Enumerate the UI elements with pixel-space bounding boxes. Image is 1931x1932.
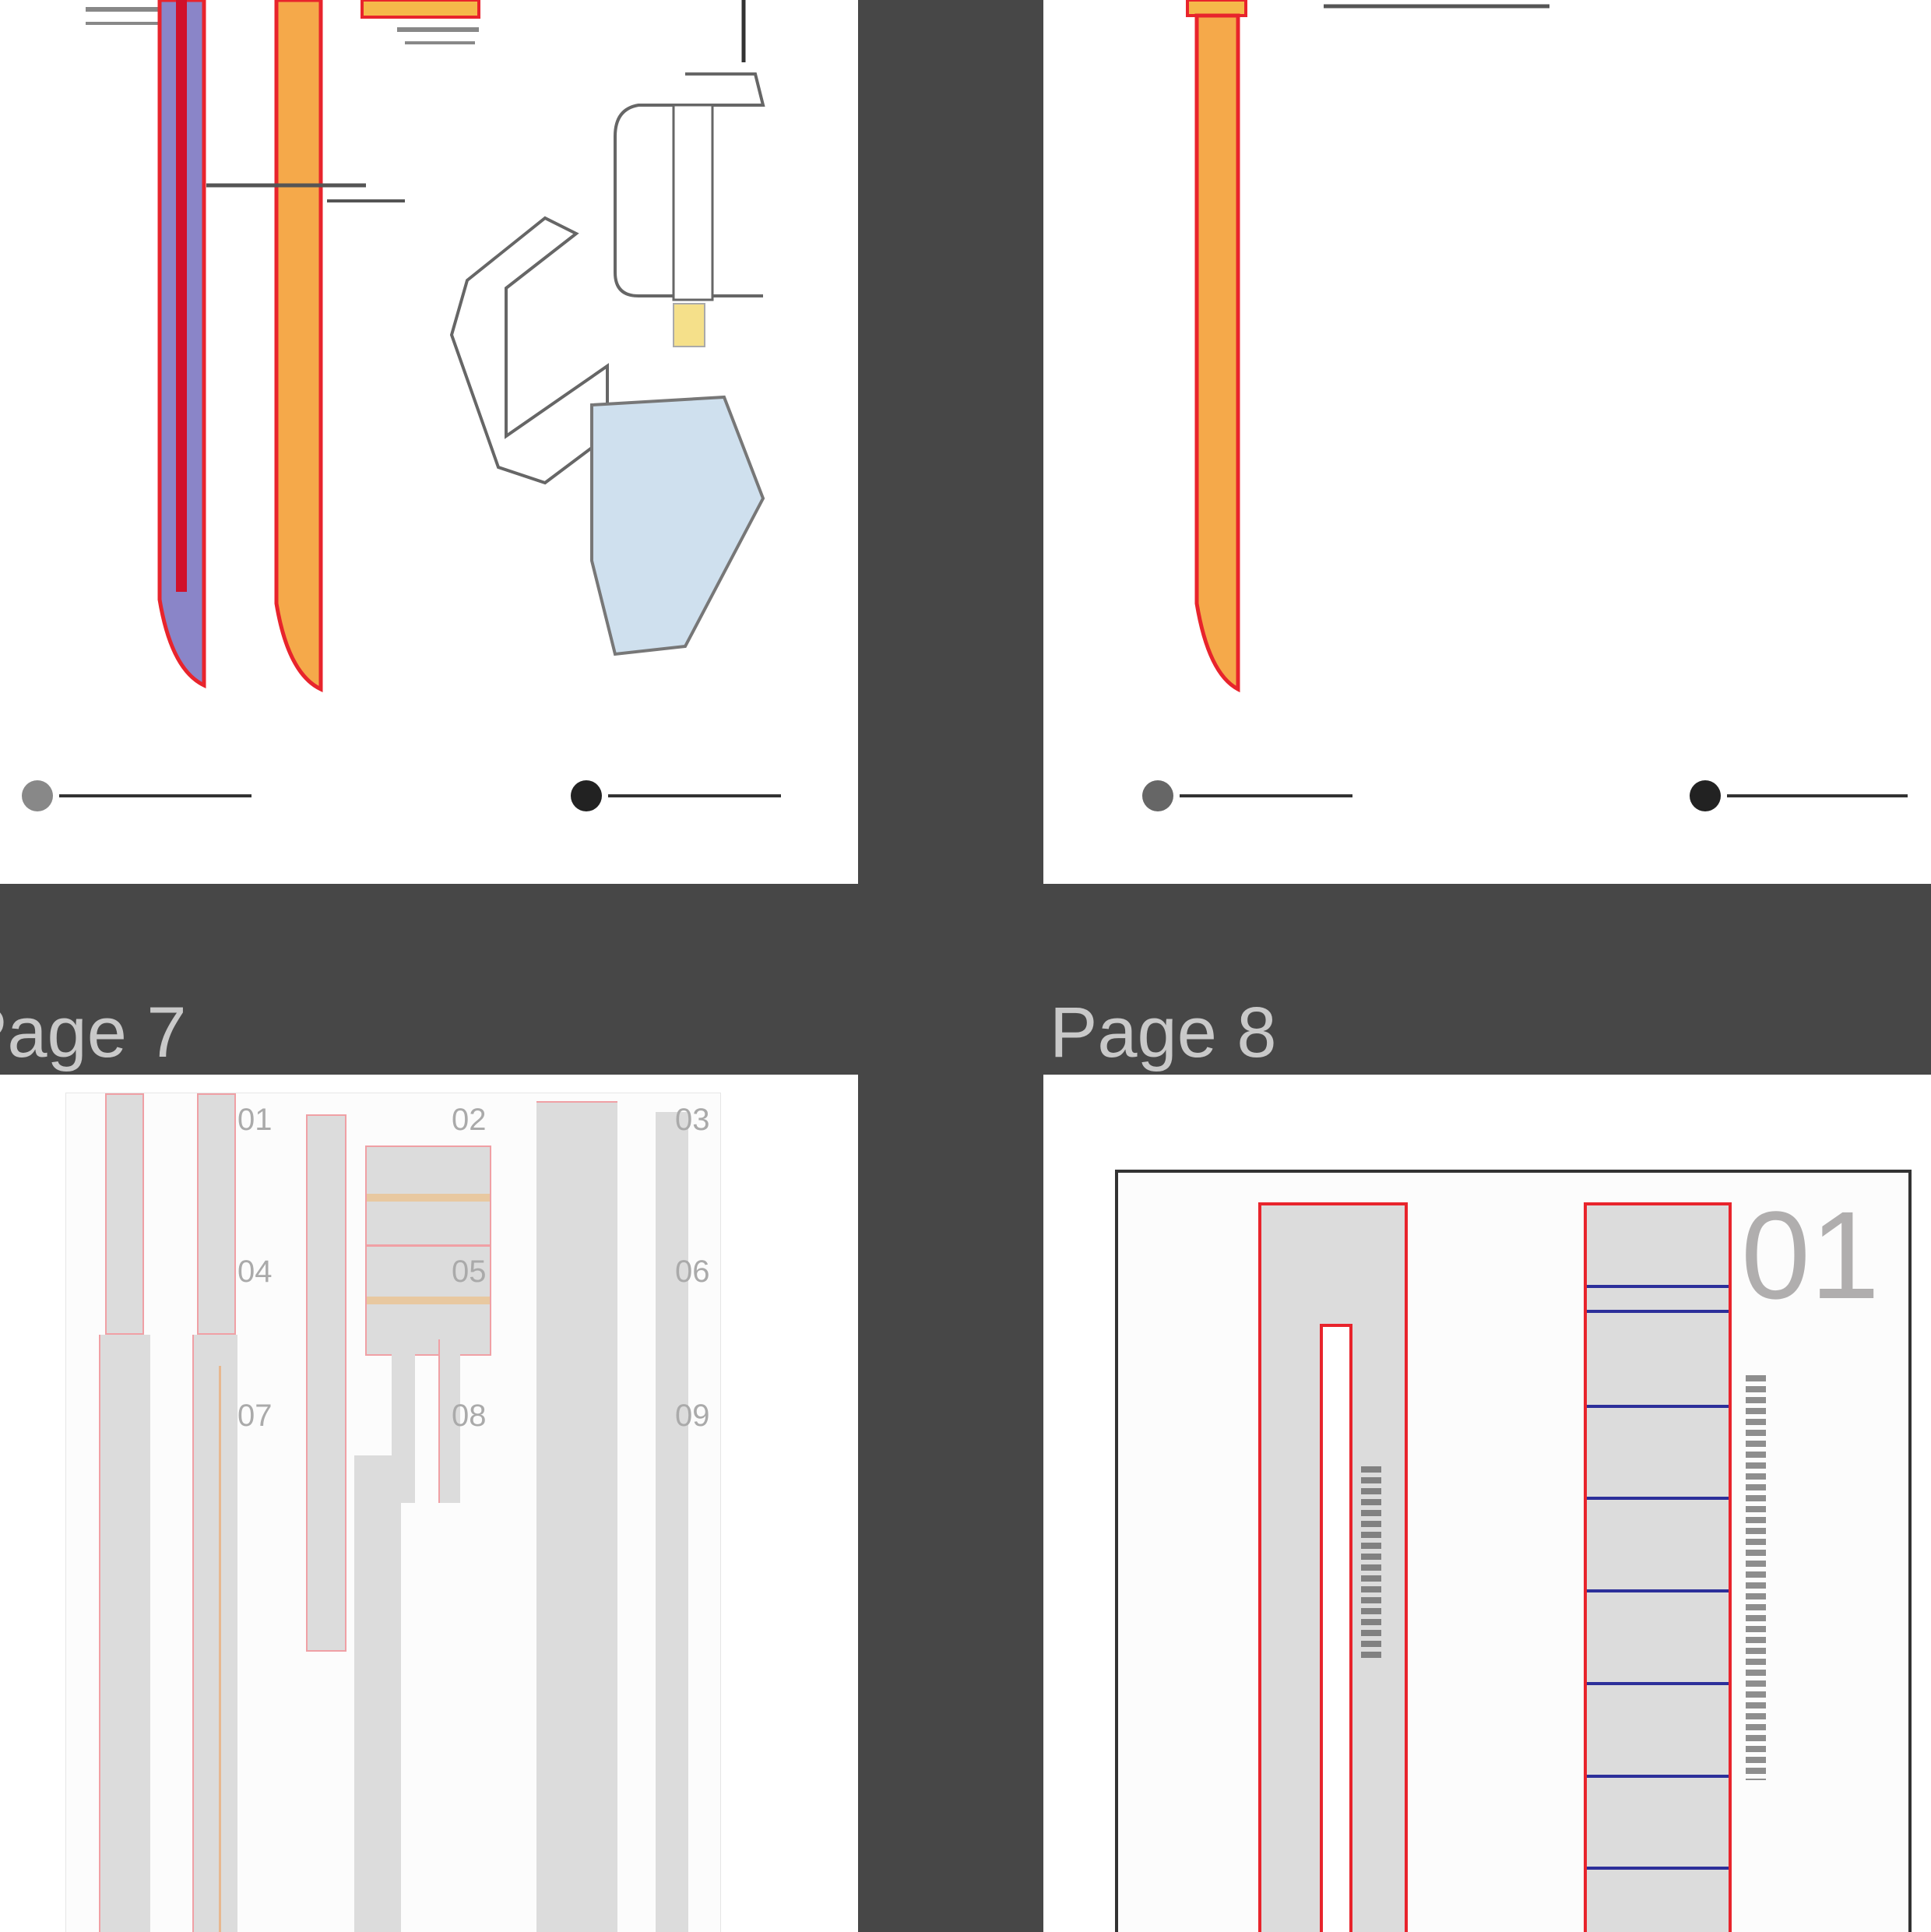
piece-blade-sleeve (1258, 1202, 1408, 1932)
page-gutter-vertical (858, 0, 1043, 1932)
marker-line (608, 794, 781, 797)
fold-line (1587, 1775, 1729, 1778)
marker-line (59, 794, 251, 797)
blade-illustration (1186, 0, 1549, 693)
part-piece (354, 1455, 401, 1932)
fold-line (1587, 1589, 1729, 1592)
piece-number: 01 (237, 1103, 273, 1137)
part-piece (438, 1339, 460, 1503)
parts-sheet-frame: 01 (1115, 1170, 1912, 1932)
page-7[interactable]: 01 02 03 04 05 06 07 08 09 (0, 1075, 858, 1932)
blade-orange (274, 0, 323, 692)
piece-number: 04 (237, 1255, 273, 1289)
marker-line (1180, 794, 1352, 797)
marker-dot-icon (571, 780, 602, 811)
part-piece (306, 1114, 346, 1652)
piece-handle (1584, 1202, 1732, 1932)
marker-line (1727, 794, 1908, 797)
marker-dot-icon (1142, 780, 1173, 811)
page-7-top-partial (1043, 0, 1931, 884)
fold-line (1587, 1497, 1729, 1500)
page-7-label: Page 7 (0, 993, 187, 1072)
part-piece (536, 1101, 617, 1932)
parts-illustration (86, 0, 765, 692)
piece-number: 09 (675, 1399, 710, 1433)
part-piece (365, 1145, 491, 1356)
part-piece (197, 1093, 236, 1335)
fold-line (1587, 1310, 1729, 1313)
marker-dot-icon (22, 780, 53, 811)
part-piece (105, 1093, 144, 1335)
fold-line (1587, 1405, 1729, 1408)
piece-number-large: 01 (1741, 1185, 1880, 1325)
piece-number: 03 (675, 1103, 710, 1137)
fold-line (1587, 1682, 1729, 1685)
piece-number: 02 (452, 1103, 487, 1137)
piece-number: 07 (237, 1399, 273, 1433)
piece-number: 05 (452, 1255, 487, 1289)
part-piece (192, 1335, 237, 1932)
page-6-partial (0, 0, 858, 884)
piece-number: 08 (452, 1399, 487, 1433)
part-piece (656, 1112, 688, 1932)
page-8-label: Page 8 (1050, 993, 1277, 1072)
marker-dot-icon (1690, 780, 1721, 811)
parts-sheet: 01 02 03 04 05 06 07 08 09 (65, 1093, 721, 1932)
page-8[interactable]: 01 (1043, 1075, 1931, 1932)
fold-line (1587, 1285, 1729, 1288)
fold-line (1587, 1867, 1729, 1870)
piece-number: 06 (675, 1255, 710, 1289)
part-piece (99, 1335, 150, 1932)
